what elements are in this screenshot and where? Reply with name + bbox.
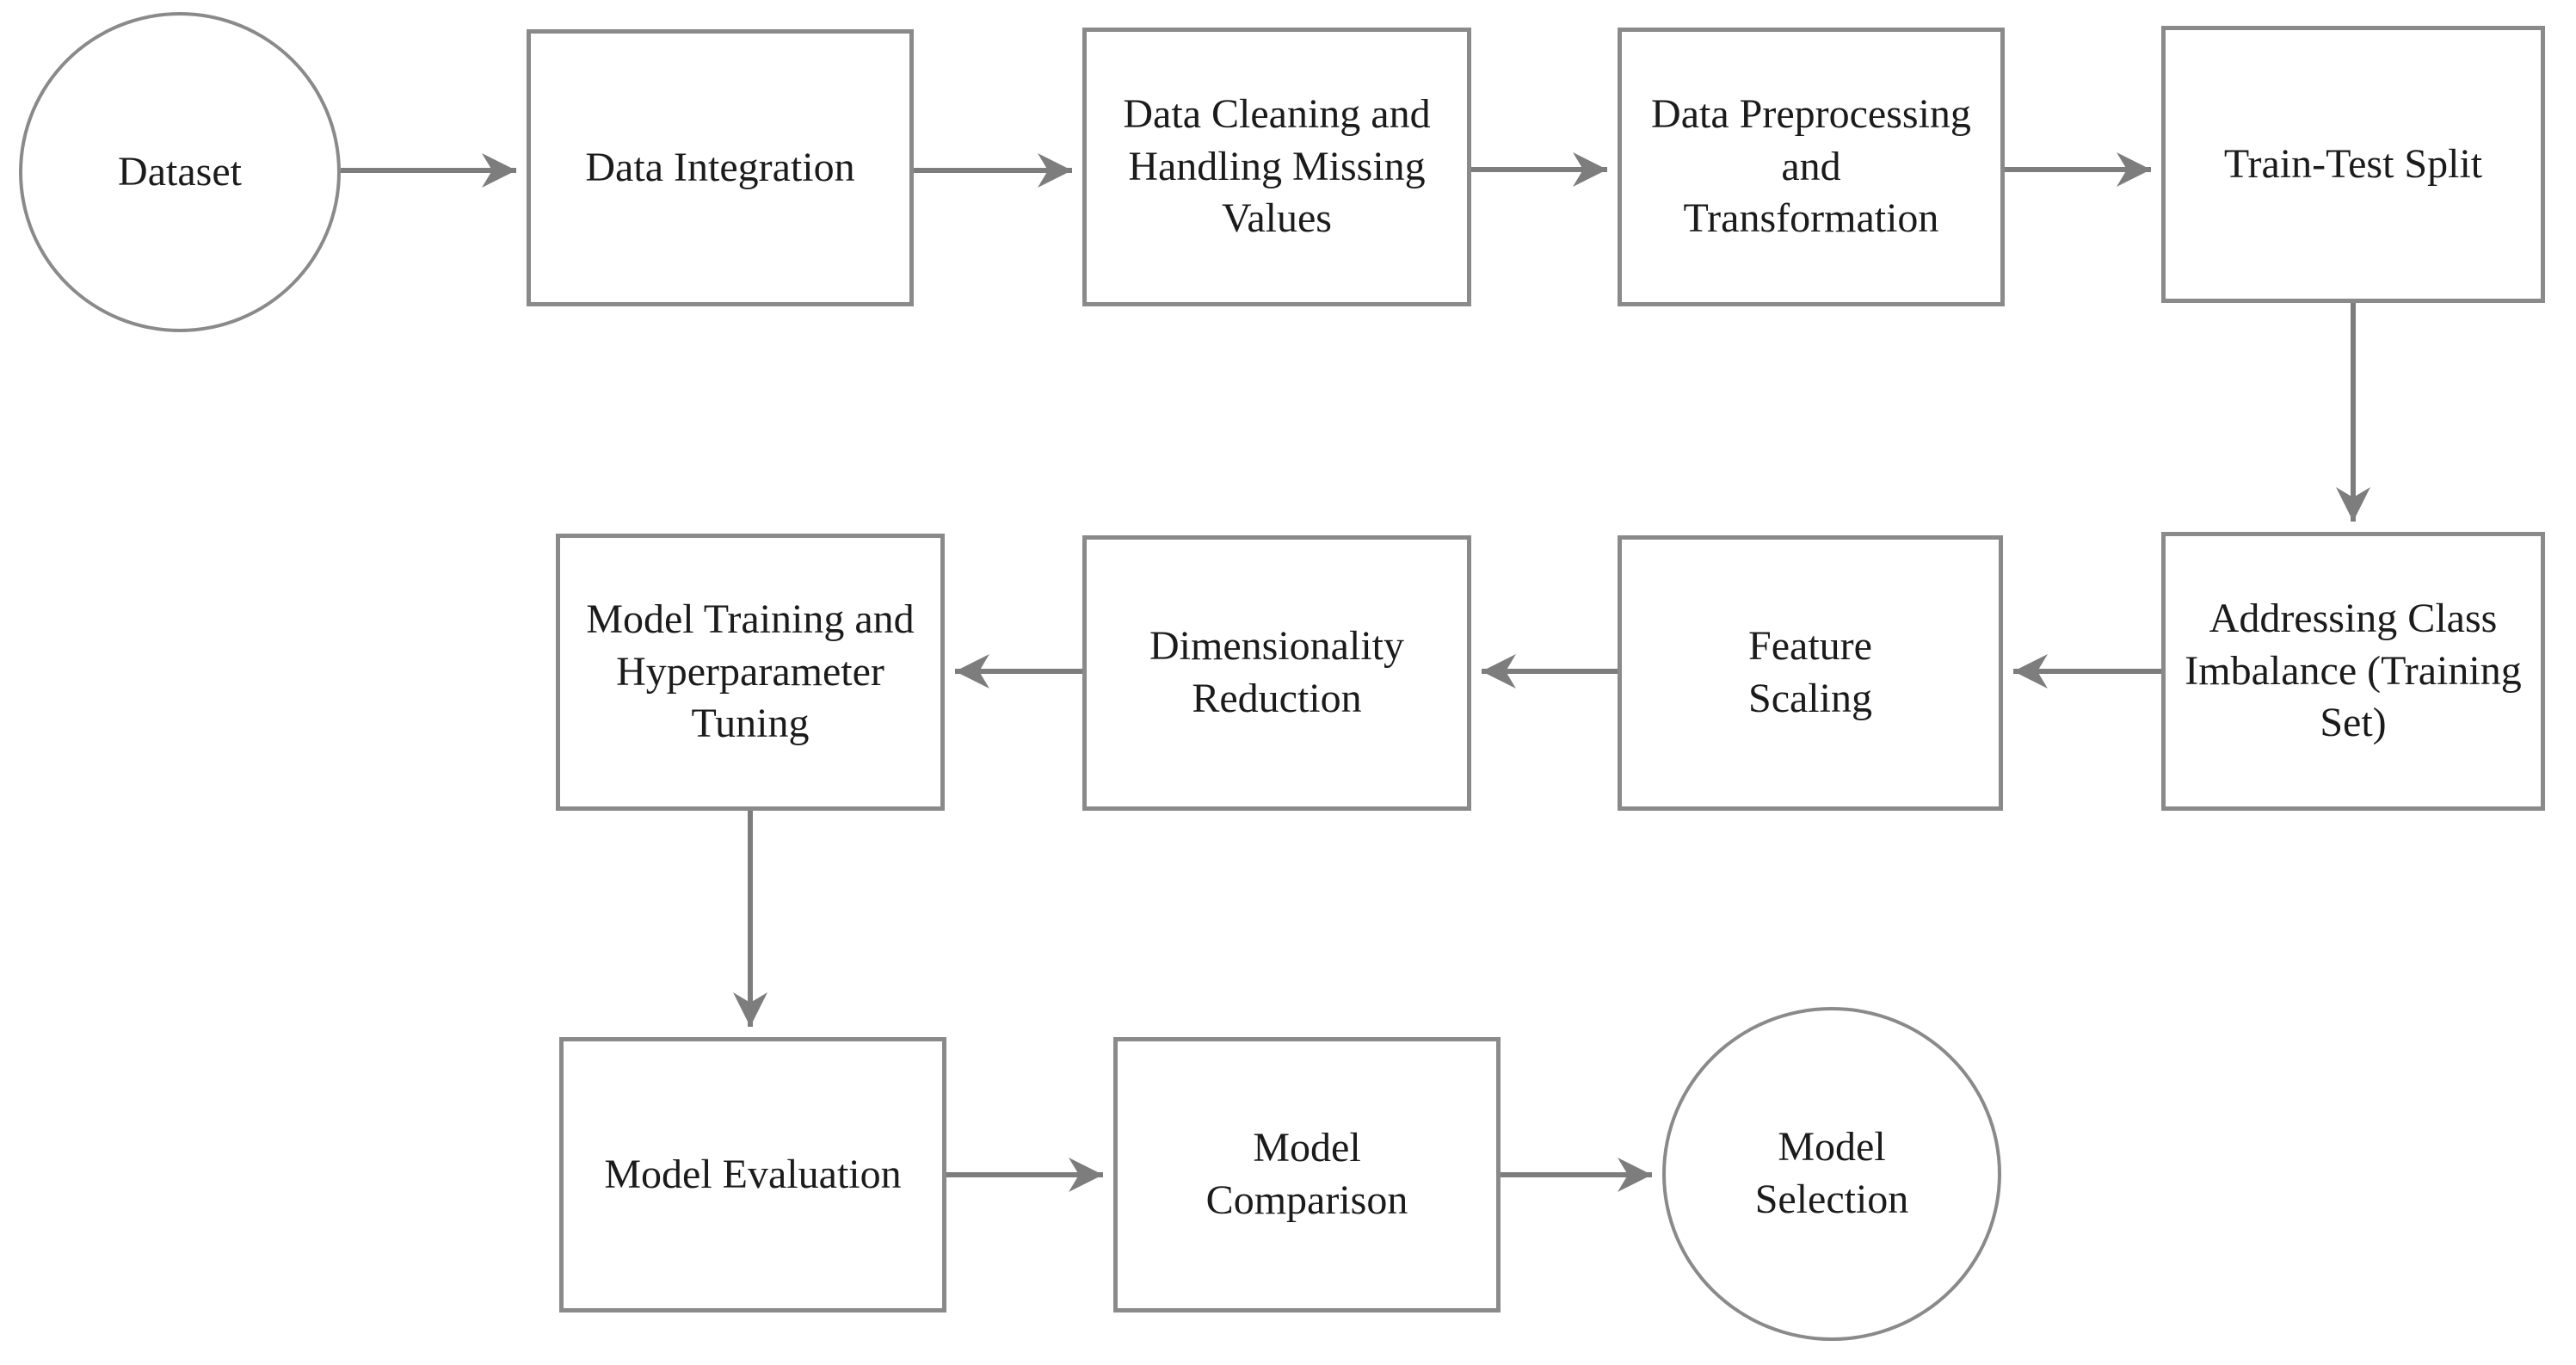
node-model-selection: Model Selection — [1662, 1007, 2001, 1341]
node-dataset-label: Dataset — [118, 148, 242, 195]
node-train-test-split: Train-Test Split — [2161, 26, 2545, 303]
node-model-evaluation: Model Evaluation — [559, 1037, 946, 1312]
node-feature-scaling: Feature Scaling — [1618, 535, 2003, 811]
node-data-cleaning: Data Cleaning and Handling Missing Value… — [1082, 28, 1471, 306]
node-class-imbalance: Addressing Class Imbalance (Training Set… — [2161, 532, 2545, 811]
node-train-test-split-label: Train-Test Split — [2223, 140, 2483, 187]
node-model-selection-label: Model Selection — [1754, 1124, 1909, 1222]
node-feature-scaling-label: Feature Scaling — [1748, 623, 1872, 721]
node-data-cleaning-label: Data Cleaning and Handling Missing Value… — [1123, 90, 1431, 242]
node-data-preprocessing: Data Preprocessing and Transformation — [1618, 28, 2005, 306]
node-data-preprocessing-label: Data Preprocessing and Transformation — [1651, 90, 1971, 242]
node-dataset: Dataset — [19, 12, 341, 332]
node-model-training: Model Training and Hyperparameter Tuning — [556, 534, 945, 811]
node-model-comparison: Model Comparison — [1113, 1037, 1501, 1312]
node-data-integration-label: Data Integration — [585, 144, 855, 190]
node-class-imbalance-label: Addressing Class Imbalance (Training Set… — [2185, 595, 2522, 746]
node-dimensionality-reduction: Dimensionality Reduction — [1082, 535, 1471, 811]
node-model-training-label: Model Training and Hyperparameter Tuning — [586, 596, 915, 747]
node-dimensionality-reduction-label: Dimensionality Reduction — [1149, 623, 1404, 721]
node-data-integration: Data Integration — [527, 29, 914, 306]
node-model-comparison-label: Model Comparison — [1205, 1125, 1408, 1223]
node-model-evaluation-label: Model Evaluation — [604, 1151, 902, 1197]
